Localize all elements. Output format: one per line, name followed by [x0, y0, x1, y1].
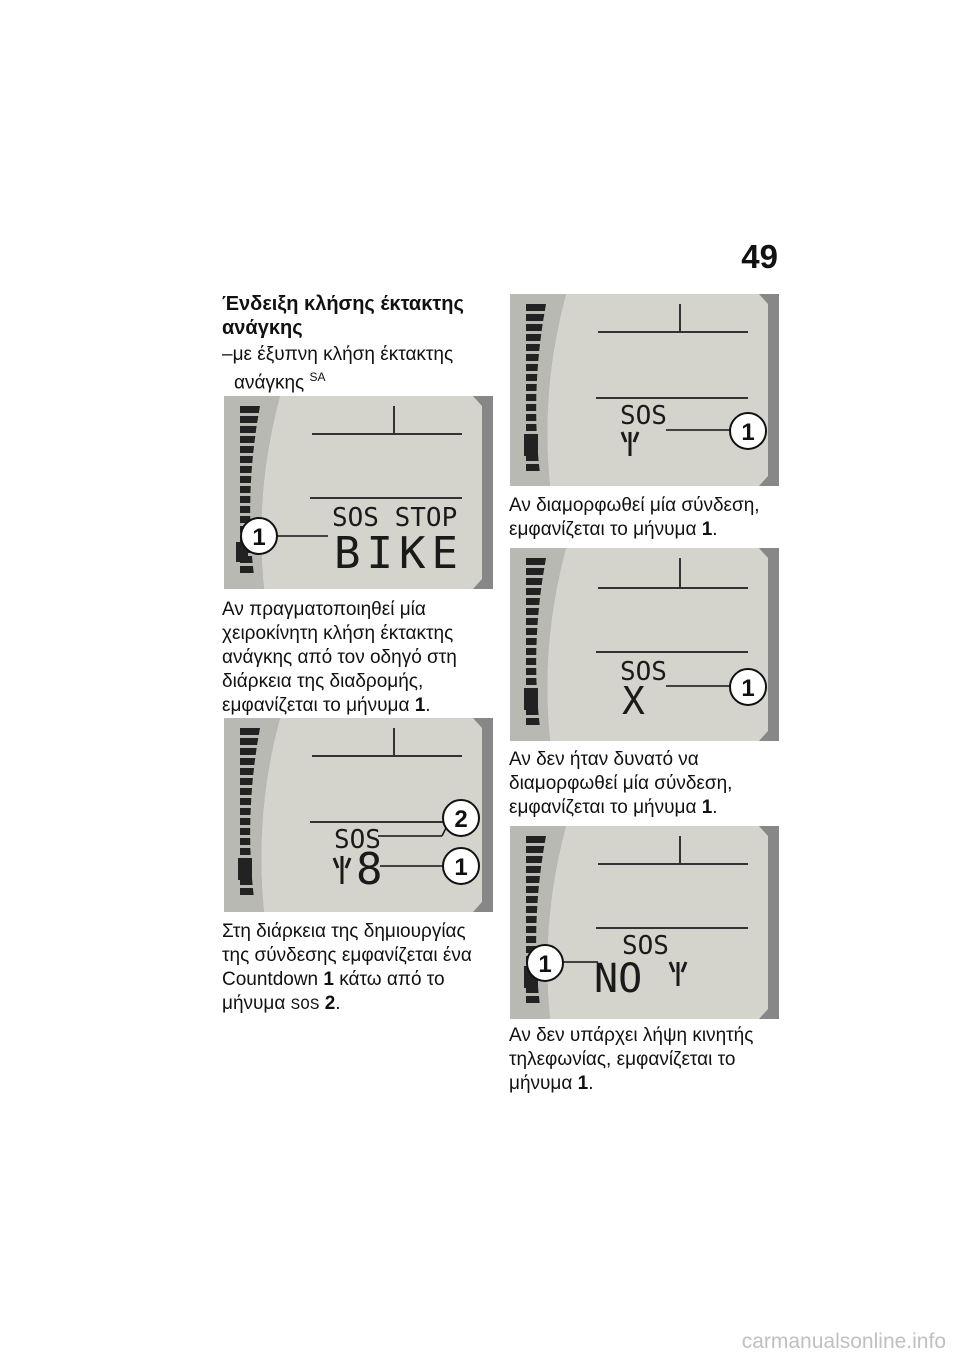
antenna-icon — [668, 961, 688, 986]
page-number: 49 — [741, 238, 778, 275]
display-figure-1: SOS STOP BIKE 1 — [224, 396, 493, 589]
watermark: carmanualsonline.info — [741, 1330, 946, 1353]
lcd-main-text: NO — [594, 956, 642, 1002]
equipment-line2: ανάγκης — [234, 372, 305, 394]
equipment-dash: – — [222, 344, 233, 365]
display-figure-2: SOS 8 2 1 — [224, 718, 493, 912]
lcd-display-connected: SOS 1 — [510, 294, 768, 486]
sos-code: SOS — [290, 996, 320, 1014]
callout-1: 1 — [538, 951, 551, 978]
display-figure-3: SOS 1 — [510, 294, 779, 486]
callout-2: 2 — [454, 806, 467, 833]
lcd-main-text: X — [622, 679, 645, 723]
ref-2: 2 — [324, 993, 336, 1014]
lcd-top-text: SOS — [622, 931, 669, 961]
ref-1: 1 — [414, 695, 426, 716]
callout-1: 1 — [741, 675, 754, 702]
lcd-display-failed: SOS X 1 — [510, 548, 768, 741]
section-heading: Ένδειξη κλήσης έκτακτης ανάγκης — [222, 293, 464, 339]
ref-1: 1 — [701, 797, 713, 818]
paragraph-2: Στη διάρκεια της δημιουργίας της σύνδεση… — [222, 921, 472, 1014]
ref-1: 1 — [701, 519, 713, 540]
equipment-note: –με έξυπνη κλήση έκτακτης ανάγκης SA — [222, 344, 502, 394]
lcd-top-text: SOS — [620, 401, 667, 431]
sa-badge: SA — [309, 370, 326, 384]
paragraph-4: Αν δεν ήταν δυνατό να διαμορφωθεί μία σύ… — [509, 749, 733, 818]
equipment-line1: με έξυπνη κλήση έκτακτης — [232, 344, 454, 365]
lcd-top-text: SOS — [620, 657, 667, 687]
paragraph-5: Αν δεν υπάρχει λήψη κινητής τηλεφωνίας, … — [509, 1025, 754, 1094]
lcd-display-sos-stop-bike: SOS STOP BIKE 1 — [224, 396, 482, 589]
antenna-icon — [620, 431, 640, 456]
lcd-display-no-network: SOS NO 1 — [510, 826, 768, 1019]
display-figure-5: SOS NO 1 — [510, 826, 779, 1019]
lcd-main-text: BIKE — [334, 528, 464, 579]
lcd-top-text: SOS STOP — [332, 503, 457, 533]
lcd-main-text: 8 — [356, 844, 383, 895]
callout-1: 1 — [454, 854, 467, 881]
callout-1: 1 — [741, 419, 754, 446]
lcd-display-countdown: SOS 8 2 1 — [224, 718, 482, 912]
paragraph-3: Αν διαμορφωθεί μία σύνδεση, εμφανίζεται … — [509, 495, 760, 540]
display-figure-4: SOS X 1 — [510, 548, 779, 741]
callout-1: 1 — [252, 524, 265, 551]
ref-1: 1 — [323, 969, 334, 990]
antenna-icon — [332, 856, 352, 884]
lcd-top-text: SOS — [334, 825, 381, 855]
paragraph-1: Αν πραγματοποιηθεί μία χειροκίνητη κλήση… — [222, 599, 457, 716]
ref-1: 1 — [577, 1073, 589, 1094]
